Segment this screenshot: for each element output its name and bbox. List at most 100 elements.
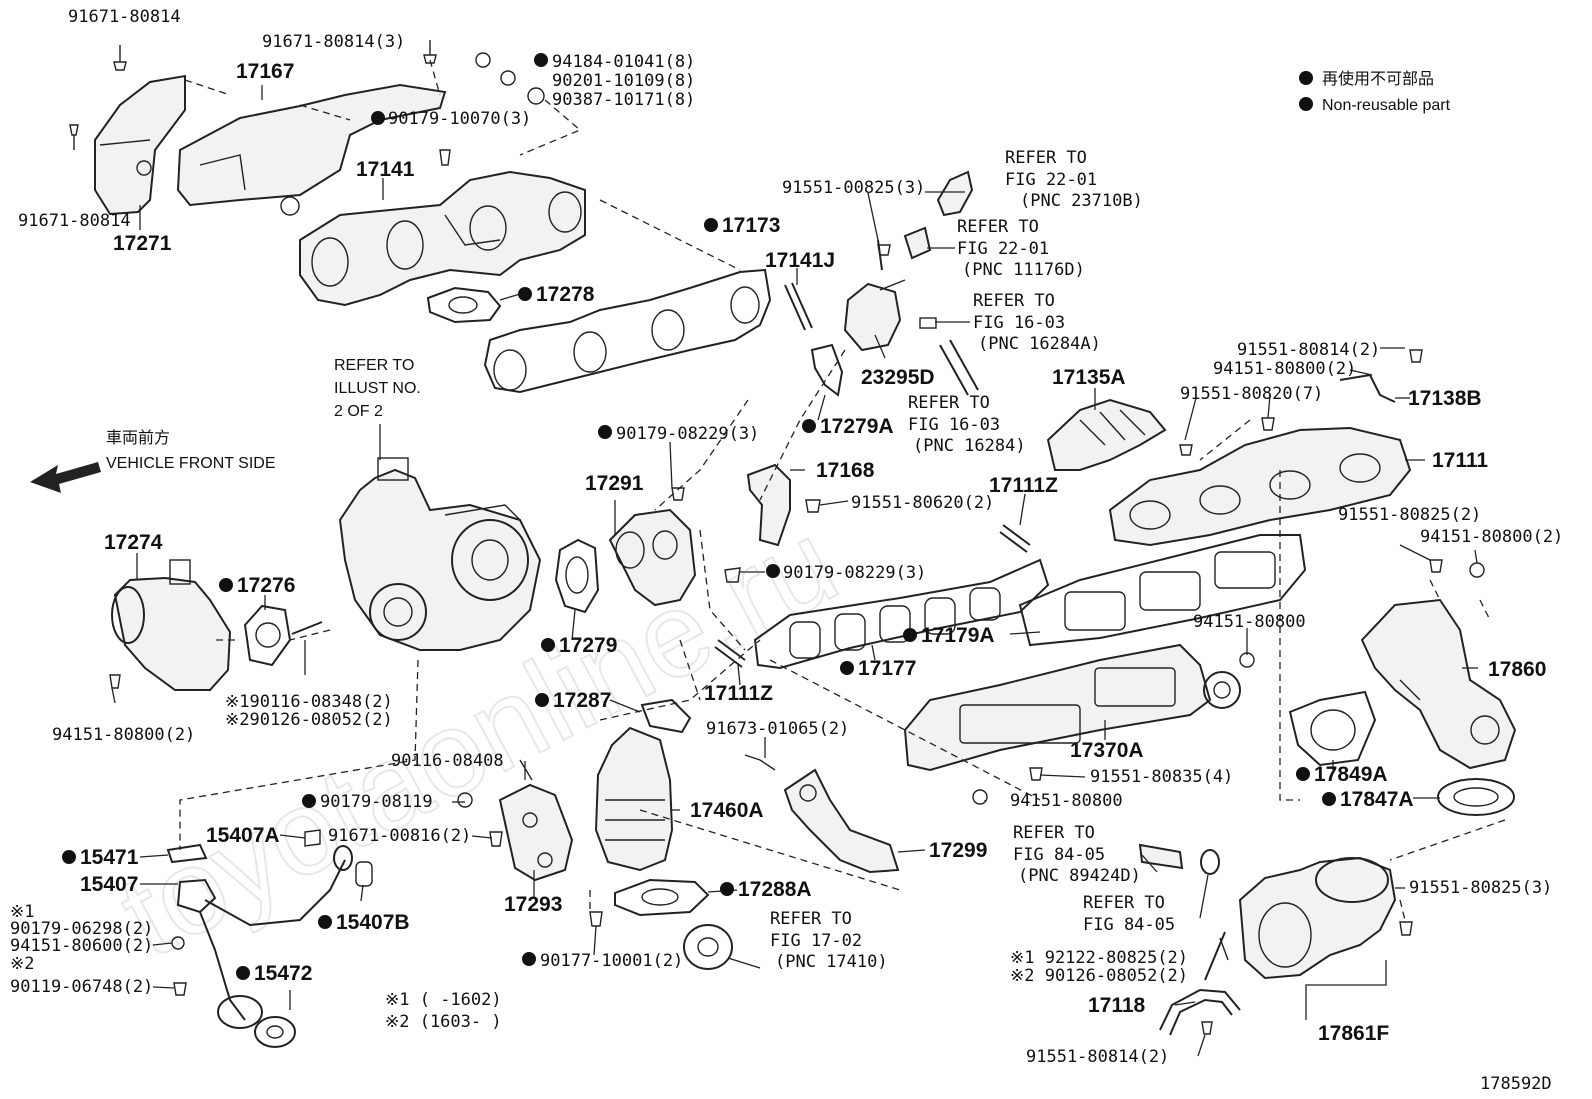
ref4-l3: (PNC 16284) — [913, 436, 1026, 456]
bracket-17138B — [1339, 373, 1396, 403]
ref2-l3: (PNC 11176D) — [962, 260, 1085, 280]
part-15472: 15472 — [254, 962, 312, 985]
part-17460A: 17460A — [690, 799, 764, 822]
part-17111Z-a: 17111Z — [989, 474, 1058, 497]
egr-valve-17861F — [1204, 856, 1397, 981]
direction-note: 車両前方 VEHICLE FRONT SIDE — [106, 429, 276, 472]
mark-2: ※2 — [10, 954, 34, 974]
part-91551-80820: 91551-80820(7) — [1180, 384, 1323, 404]
ref1-l3: (PNC 23710B) — [1020, 191, 1143, 211]
egr-cooler-17370A — [903, 643, 1241, 772]
part-17177: 17177 — [858, 657, 916, 680]
part-17278: 17278 — [536, 283, 595, 306]
part-17288A: 17288A — [738, 878, 812, 901]
refer-notes: REFER TO FIG 22-01 (PNC 23710B) REFER TO… — [770, 148, 1175, 972]
part-90179-08229-a: 90179-08229(3) — [616, 424, 759, 444]
fasteners — [69, 40, 1485, 1035]
part-90177-10001: 90177-10001(2) — [540, 951, 683, 971]
part-94151-80800-2-c: 94151-80800(2) — [52, 725, 195, 745]
ref3-l2: FIG 16-03 — [973, 313, 1065, 333]
range-2: ※2 (1603- ) — [385, 1012, 502, 1032]
part-17118: 17118 — [1088, 994, 1146, 1017]
gasket-17279A — [810, 343, 844, 397]
part-91551-80835: 91551-80835(4) — [1090, 767, 1233, 787]
part-91551-80814-2-b: 91551-80814(2) — [1026, 1047, 1169, 1067]
part-91551-80620: 91551-80620(2) — [851, 493, 994, 513]
ref3-l3: (PNC 16284A) — [978, 334, 1101, 354]
part-90116-08408: 90116-08408 — [391, 751, 504, 771]
part-17274: 17274 — [104, 531, 163, 554]
part-17861F: 17861F — [1318, 1022, 1389, 1045]
gasket-17279 — [554, 538, 600, 614]
direction-jp: 車両前方 — [106, 429, 170, 447]
part-17279: 17279 — [559, 634, 617, 657]
part-90179-08229-b: 90179-08229(3) — [783, 563, 926, 583]
oil-pipe-15407 — [166, 843, 373, 1048]
pipe-17860 — [1360, 598, 1517, 770]
part-94184-01041: 94184-01041(8) — [552, 52, 695, 72]
legend-jp: 再使用不可部品 — [1322, 70, 1434, 88]
part-17138B: 17138B — [1408, 387, 1482, 410]
pipe-17291 — [608, 508, 697, 607]
legend-en: Non-reusable part — [1322, 97, 1451, 114]
gasket-17173 — [483, 268, 772, 394]
part-91671-80814-top: 91671-80814 — [68, 7, 181, 27]
part-17291: 17291 — [585, 472, 644, 495]
turbocharger — [338, 457, 542, 651]
part-17141: 17141 — [356, 158, 415, 181]
part-17293: 17293 — [504, 893, 562, 916]
part-290126-08052: ※290126-08052(2) — [225, 710, 393, 730]
ref4-l2: FIG 16-03 — [908, 415, 1000, 435]
part-94151-80800-2-a: 94151-80800(2) — [1213, 359, 1356, 379]
ref2-l2: FIG 22-01 — [957, 239, 1049, 259]
ref7-l2: FIG 17-02 — [770, 931, 862, 951]
part-94151-80800-2-b: 94151-80800(2) — [1420, 527, 1563, 547]
part-90126-08052: ※2 90126-08052(2) — [1010, 966, 1188, 986]
part-numbers: 91671-80814 91671-80814(3) 94184-01041(8… — [10, 7, 1563, 1094]
bracket-17168 — [746, 463, 791, 547]
part-17168: 17168 — [816, 459, 875, 482]
part-15407A: 15407A — [206, 824, 280, 847]
part-90387-10171: 90387-10171(8) — [552, 90, 695, 110]
cover-17135A — [1046, 398, 1167, 471]
part-94151-80600: 94151-80600(2) — [10, 936, 153, 956]
part-23295D: 23295D — [861, 366, 935, 389]
part-17299: 17299 — [929, 839, 987, 862]
part-17111Z-b: 17111Z — [704, 682, 773, 705]
gasket-17847A — [1437, 778, 1515, 816]
direction-en: VEHICLE FRONT SIDE — [106, 455, 276, 472]
part-190116-08348: ※190116-08348(2) — [225, 692, 393, 712]
part-17279A: 17279A — [820, 415, 894, 438]
vehicle-front-arrow — [30, 462, 101, 493]
part-90179-06298: 90179-06298(2) — [10, 919, 153, 939]
refer-illust-line-2: ILLUST NO. — [334, 380, 421, 397]
ref2-l1: REFER TO — [957, 217, 1039, 237]
part-91551-80825-2: 91551-80825(2) — [1338, 505, 1481, 525]
exhaust-manifold-17141 — [299, 170, 586, 307]
part-17370A: 17370A — [1070, 739, 1144, 762]
part-90119-06748: 90119-06748(2) — [10, 977, 153, 997]
part-91551-80825-3: 91551-80825(3) — [1409, 878, 1552, 898]
valve-23295D — [843, 170, 979, 396]
part-15407B: 15407B — [336, 911, 410, 934]
part-17111: 17111 — [1432, 449, 1488, 472]
part-94151-80800-a: 94151-80800 — [1193, 612, 1306, 632]
ref4-l1: REFER TO — [908, 393, 990, 413]
range-1: ※1 ( -1602) — [385, 990, 502, 1010]
part-17141J: 17141J — [765, 249, 835, 272]
gasket-17849A — [1288, 690, 1377, 767]
gasket-17276 — [243, 604, 323, 667]
part-15407: 15407 — [80, 873, 138, 896]
legend: 再使用不可部品 Non-reusable part — [1299, 70, 1451, 114]
part-15471: 15471 — [80, 846, 139, 869]
mark-1: ※1 — [10, 902, 34, 922]
intake-manifold-17111 — [1108, 426, 1412, 547]
heat-insulator-17167 — [176, 83, 447, 216]
leader-lines — [111, 85, 1478, 1057]
part-17847A: 17847A — [1340, 788, 1414, 811]
part-17167: 17167 — [236, 60, 294, 83]
part-17849A: 17849A — [1314, 763, 1388, 786]
ref3-l1: REFER TO — [973, 291, 1055, 311]
